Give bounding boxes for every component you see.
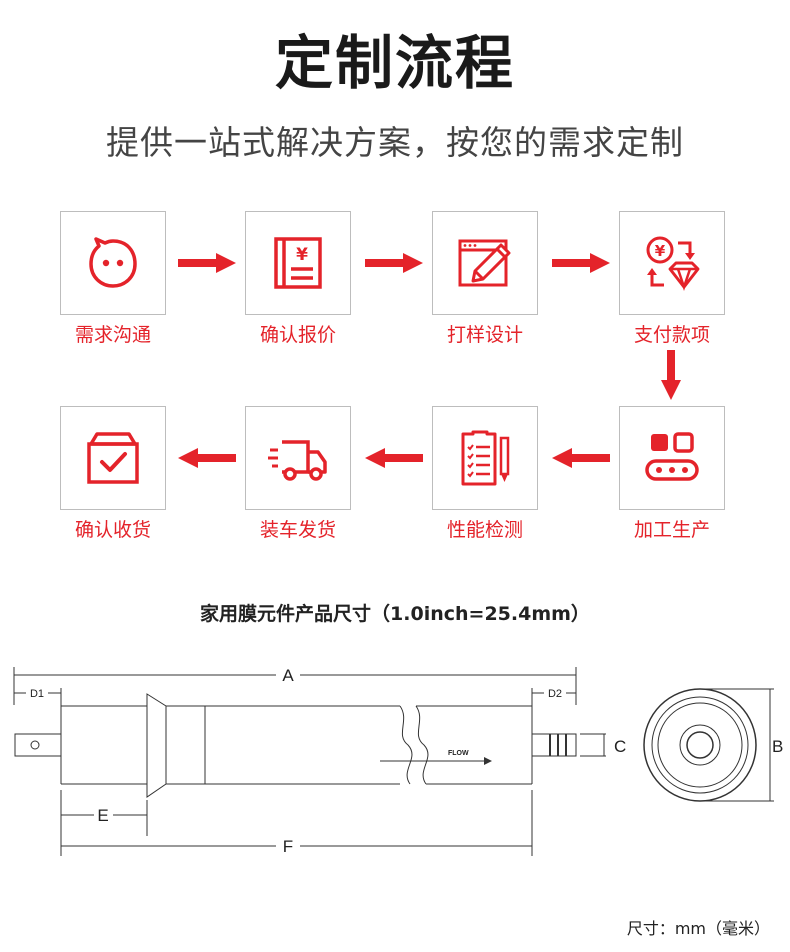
quote-book-icon: ¥ bbox=[274, 237, 322, 289]
step-box bbox=[60, 406, 166, 510]
page-title: 定制流程 bbox=[274, 29, 515, 97]
design-pencil-icon bbox=[458, 239, 511, 287]
chat-face-icon bbox=[89, 237, 137, 288]
dimension-b-label: B bbox=[772, 737, 783, 756]
page-subtitle: 提供一站式解决方案，按您的需求定制 bbox=[106, 123, 684, 162]
step-sample-design: 打样设计 bbox=[432, 211, 540, 346]
arrow-down-icon bbox=[661, 350, 681, 400]
arrow-right-icon bbox=[178, 253, 236, 273]
step-label: 装车发货 bbox=[259, 519, 336, 541]
step-box: ¥ bbox=[619, 211, 725, 315]
arrow-right-icon bbox=[365, 253, 423, 273]
step-shipping: 装车发货 bbox=[245, 406, 353, 541]
svg-text:¥: ¥ bbox=[296, 245, 308, 265]
flow-label: FLOW bbox=[448, 750, 469, 757]
dimension-c-label: C bbox=[614, 737, 626, 756]
step-label: 确认收货 bbox=[74, 519, 151, 541]
step-label: 确认报价 bbox=[259, 324, 336, 346]
svg-text:¥: ¥ bbox=[655, 242, 666, 260]
conveyor-production-icon bbox=[645, 432, 699, 481]
step-label: 打样设计 bbox=[446, 324, 523, 346]
step-box bbox=[432, 211, 538, 315]
step-box bbox=[619, 406, 725, 510]
step-box bbox=[432, 406, 538, 510]
received-box-icon bbox=[87, 432, 139, 484]
step-payment: ¥ 支付款项 bbox=[619, 211, 727, 346]
arrow-left-icon bbox=[552, 448, 610, 468]
step-label: 加工生产 bbox=[633, 519, 710, 541]
delivery-truck-icon bbox=[268, 440, 327, 481]
arrow-right-icon bbox=[552, 253, 610, 273]
dimension-a-label: A bbox=[282, 666, 294, 685]
step-box bbox=[60, 211, 166, 315]
step-label: 性能检测 bbox=[446, 519, 523, 541]
step-box bbox=[245, 406, 351, 510]
arrow-left-icon bbox=[365, 448, 423, 468]
step-performance-test: 性能检测 bbox=[432, 406, 540, 541]
arrow-left-icon bbox=[178, 448, 236, 468]
step-confirm-receipt: 确认收货 bbox=[60, 406, 168, 541]
dimension-d1-label: D1 bbox=[30, 688, 44, 700]
dimension-f-label: F bbox=[283, 837, 293, 856]
step-production: 加工生产 bbox=[619, 406, 727, 541]
payment-exchange-icon: ¥ bbox=[646, 236, 700, 291]
membrane-dimension-diagram: A B C D1 D2 E F FLOW bbox=[13, 666, 783, 856]
step-requirement-communication: 需求沟通 bbox=[60, 211, 168, 346]
step-label: 需求沟通 bbox=[74, 324, 151, 346]
dimension-d2-label: D2 bbox=[548, 688, 562, 700]
section-title: 家用膜元件产品尺寸（1.0inch=25.4mm） bbox=[200, 603, 590, 625]
step-confirm-quote: ¥ 确认报价 bbox=[245, 211, 353, 346]
step-label: 支付款项 bbox=[633, 324, 710, 346]
step-box: ¥ bbox=[245, 211, 351, 315]
dimension-e-label: E bbox=[97, 806, 108, 825]
checklist-icon bbox=[461, 430, 510, 486]
unit-note: 尺寸：mm（毫米） bbox=[626, 919, 770, 938]
